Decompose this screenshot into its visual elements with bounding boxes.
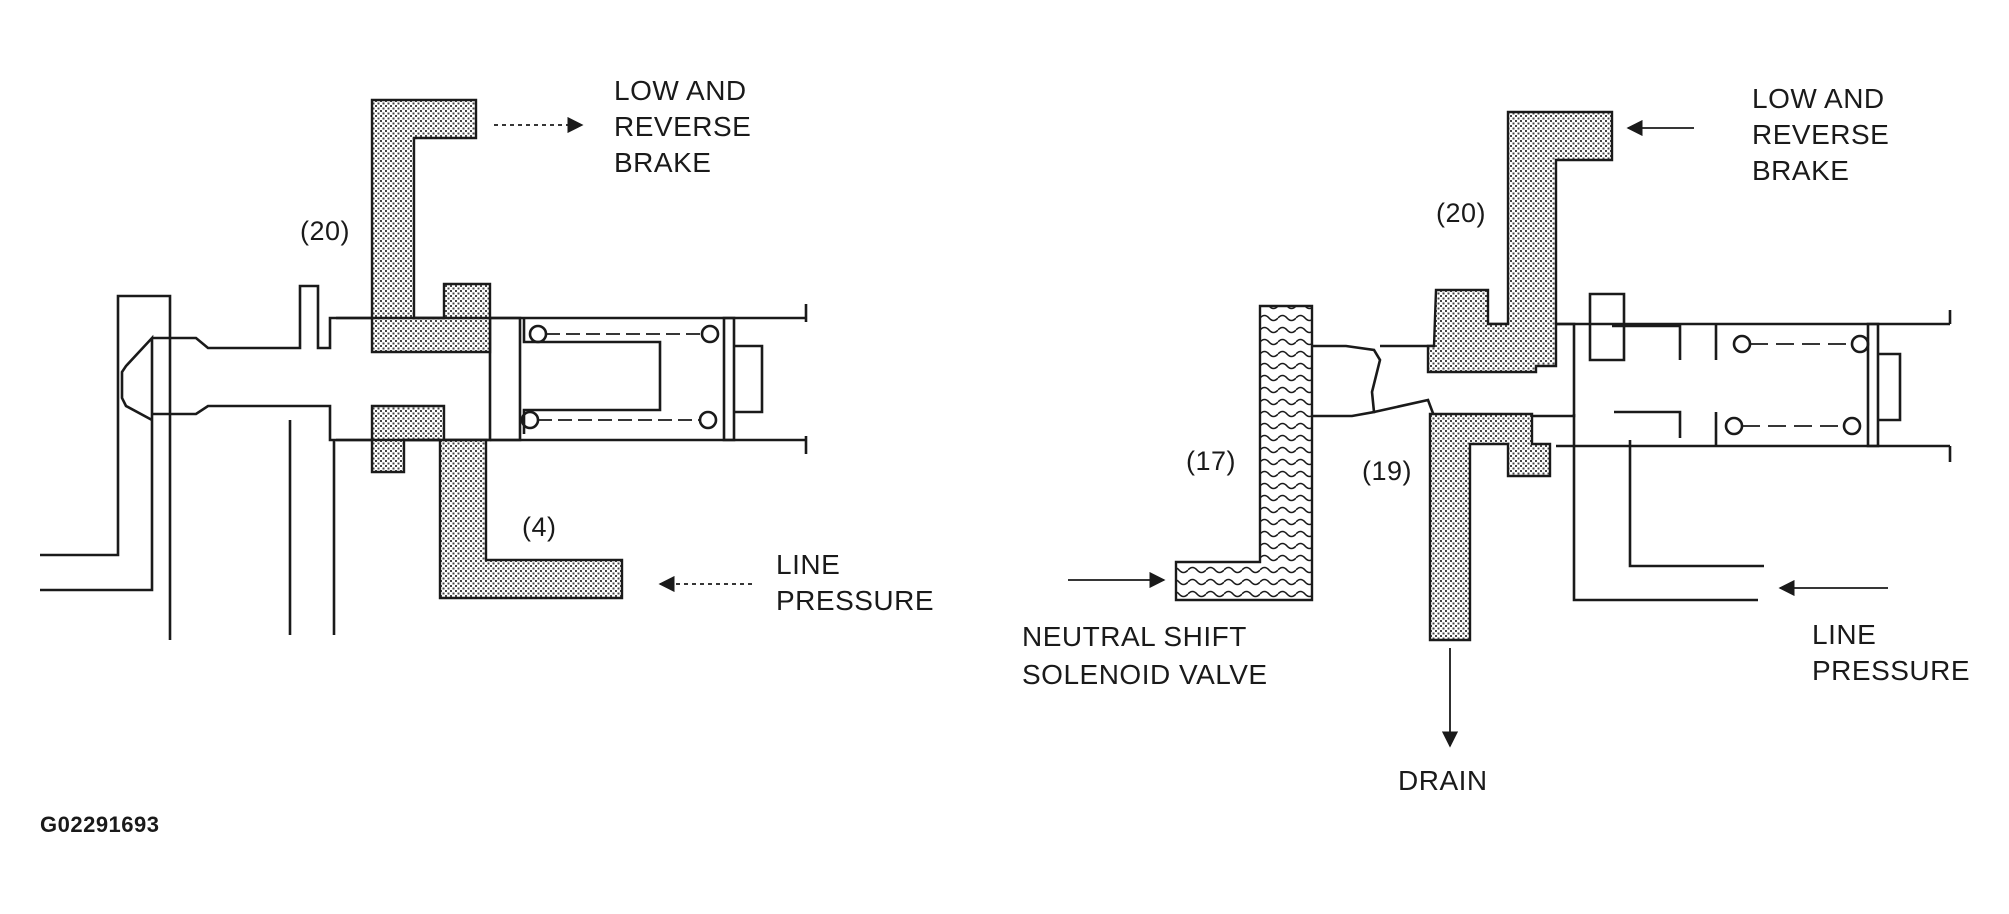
- left-label-brake-1: LOW AND: [614, 75, 747, 106]
- right-spring: [1714, 324, 1870, 446]
- right-solenoid-17: [1174, 304, 1314, 602]
- left-channel-20: [370, 98, 492, 354]
- left-channel-4: [370, 404, 624, 600]
- right-label-ref-19: (19): [1362, 456, 1412, 486]
- right-label-ref-20: (20): [1436, 198, 1486, 228]
- right-sleeve: [1556, 310, 1952, 462]
- left-label-line-2: PRESSURE: [776, 585, 934, 616]
- left-label-brake-2: REVERSE: [614, 111, 751, 142]
- left-spool-land: [490, 316, 522, 442]
- right-label-solenoid-2: SOLENOID VALVE: [1022, 659, 1268, 690]
- right-label-brake-1: LOW AND: [1752, 83, 1885, 114]
- right-label-brake-3: BRAKE: [1752, 155, 1849, 186]
- left-spool-tip: [120, 334, 154, 422]
- right-channel-20: [1426, 110, 1614, 374]
- right-label-ref-17: (17): [1186, 446, 1236, 476]
- left-spool-shaft: [152, 284, 492, 442]
- left-spring: [520, 318, 720, 434]
- left-housing-outline: [40, 294, 172, 640]
- right-channel-19: [1428, 412, 1552, 642]
- right-label-solenoid-1: NEUTRAL SHIFT: [1022, 621, 1247, 652]
- right-label-drain: DRAIN: [1398, 765, 1488, 796]
- right-label-brake-2: REVERSE: [1752, 119, 1889, 150]
- left-label-ref-4: (4): [522, 512, 557, 542]
- right-label-line-1: LINE: [1812, 619, 1876, 650]
- left-sleeve: [336, 304, 808, 454]
- left-valve-view: LOW AND REVERSE BRAKE (20) (4) LINE PRES…: [40, 75, 934, 640]
- right-housing-box: [1572, 292, 1764, 602]
- right-label-line-2: PRESSURE: [1812, 655, 1970, 686]
- right-end-plug: [1866, 322, 1902, 448]
- right-valve-view: LOW AND REVERSE BRAKE (20) (17) (19) NEU…: [1022, 83, 1970, 796]
- left-label-brake-3: BRAKE: [614, 147, 711, 178]
- figure-id: G02291693: [40, 812, 160, 837]
- left-end-plug: [722, 316, 764, 442]
- right-spool-shaft: [1312, 344, 1382, 418]
- left-label-ref-20: (20): [300, 216, 350, 246]
- left-label-line-1: LINE: [776, 549, 840, 580]
